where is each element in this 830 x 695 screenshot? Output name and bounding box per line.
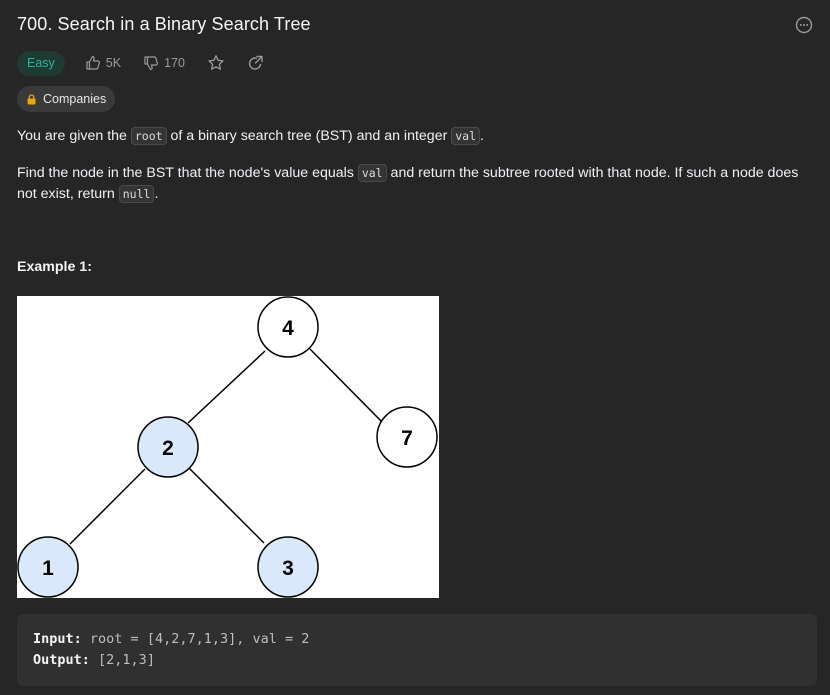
share-icon	[248, 55, 263, 70]
like-button[interactable]: 5K	[85, 55, 121, 71]
example-title: Example 1:	[17, 259, 92, 275]
tree-node-circle	[376, 406, 438, 468]
thumbs-down-icon	[144, 56, 159, 71]
tree-node-label: 1	[42, 557, 54, 580]
companies-label: Companies	[43, 92, 107, 106]
tree-node-1: 1	[17, 536, 79, 598]
tree-node-circle	[257, 536, 319, 598]
description-paragraph-2: Find the node in the BST that the node's…	[17, 163, 817, 205]
tree-node-4: 4	[257, 296, 319, 358]
inline-code-val: val	[451, 127, 481, 145]
like-count: 5K	[105, 56, 122, 70]
description-paragraph-1: You are given the root of a binary searc…	[17, 126, 817, 147]
tree-edge	[188, 467, 265, 544]
dislike-count: 170	[164, 56, 185, 70]
tree-node-label: 3	[282, 557, 294, 580]
difficulty-badge: Easy	[17, 50, 65, 76]
tree-node-label: 2	[162, 437, 174, 460]
inline-code-root: root	[130, 127, 167, 145]
description-text: You are given the	[17, 128, 131, 144]
example-output-line: Output: [2,1,3]	[33, 652, 155, 668]
tree-edge	[69, 468, 146, 545]
example-input-line: Input: root = [4,2,7,1,3], val = 2	[33, 631, 309, 647]
inline-code-null: null	[118, 185, 155, 203]
problem-meta-row: Easy 5K 170	[17, 50, 286, 76]
description-text: of a binary search tree (BST) and an int…	[166, 128, 452, 144]
output-value: [2,1,3]	[98, 652, 155, 668]
thumbs-up-icon	[86, 55, 100, 70]
star-icon	[208, 55, 224, 70]
example-io-block: Input: root = [4,2,7,1,3], val = 2 Outpu…	[17, 614, 817, 686]
favorite-button[interactable]	[207, 54, 225, 72]
ellipsis-circle-icon	[795, 16, 813, 34]
input-value: root = [4,2,7,1,3], val = 2	[89, 631, 310, 647]
tree-node-3: 3	[257, 536, 319, 598]
description-text: .	[480, 128, 484, 144]
tree-svg: 4 2 7 1 3	[17, 296, 438, 598]
example-tree-diagram: 4 2 7 1 3	[17, 296, 439, 598]
tree-node-circle	[17, 536, 79, 598]
companies-tag[interactable]: Companies	[17, 86, 116, 112]
share-button[interactable]	[247, 55, 264, 72]
tree-node-7: 7	[376, 406, 438, 468]
description-text: and return the subtree rooted with that …	[17, 165, 799, 202]
input-label: Input:	[33, 631, 82, 647]
tree-edge	[309, 348, 383, 423]
output-label: Output:	[33, 652, 90, 668]
problem-title: 700. Search in a Binary Search Tree	[17, 14, 311, 34]
inline-code-val: val	[357, 164, 387, 182]
dislike-button[interactable]: 170	[143, 55, 185, 71]
tree-node-circle	[137, 416, 199, 478]
lock-icon	[27, 93, 36, 104]
tree-node-label: 4	[282, 317, 294, 340]
tree-edge	[187, 350, 266, 424]
tree-node-circle	[257, 296, 319, 358]
tree-node-2: 2	[137, 416, 199, 478]
description-text: Find the node in the BST that the node's…	[17, 165, 358, 181]
tree-node-label: 7	[401, 427, 413, 450]
description-text: .	[154, 186, 159, 202]
more-options-button[interactable]	[795, 16, 813, 34]
